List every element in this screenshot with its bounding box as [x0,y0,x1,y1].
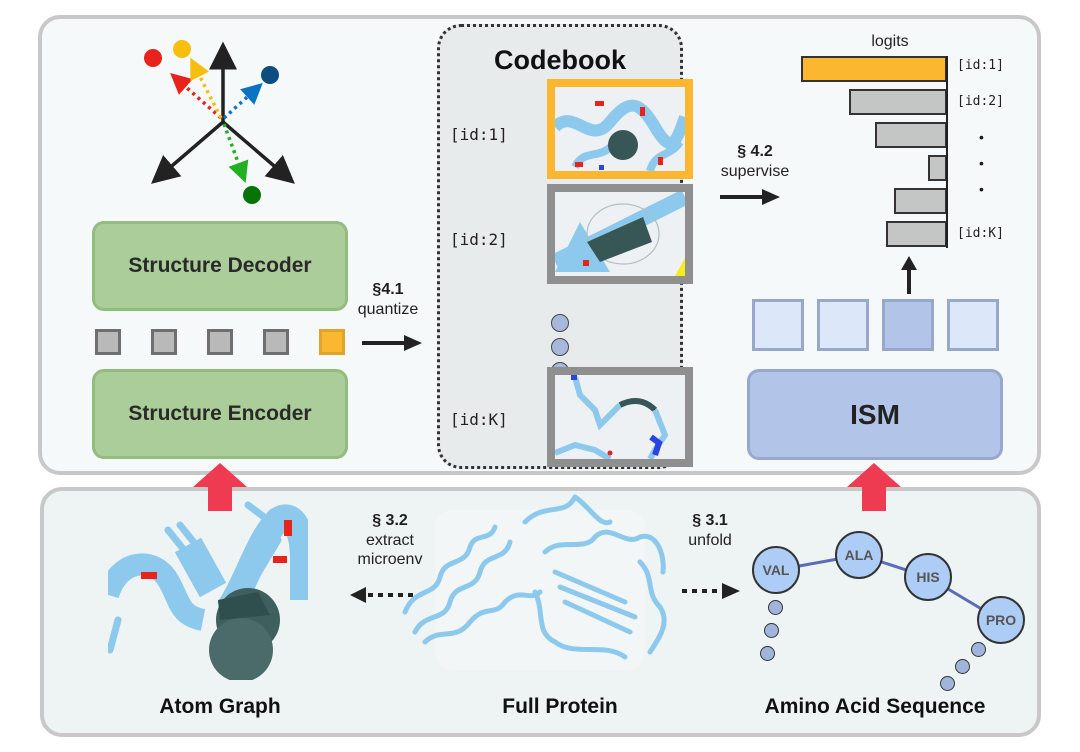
residue-node: VAL [752,546,800,594]
codebook-entry-id: [id:2] [450,230,508,249]
residue-label: PRO [985,612,1017,628]
sequence-ellipsis-dot [764,623,779,638]
structure-decoder-box: Structure Decoder [92,221,348,311]
vector-green [222,123,249,183]
logit-label: [id:2] [957,94,1004,109]
logit-bar [875,122,947,148]
residue-label: ALA [844,547,874,563]
logit-label: [id:K] [957,226,1004,241]
sequence-ellipsis-dot [768,600,783,615]
logit-bar-highlighted [801,56,947,82]
protein-microenv-icon [555,87,685,171]
embedding-axes-icon [144,40,295,204]
structure-token [263,329,289,355]
unfold-section: § 3.1 [692,512,728,529]
protein-microenv-icon [555,375,685,459]
up-arrow-icon [901,256,917,294]
full-protein-title: Full Protein [502,695,618,718]
logits-axis [946,56,948,248]
structure-token [207,329,233,355]
structure-token [151,329,177,355]
point-blue [261,66,279,84]
vector-yellow [190,57,223,119]
logit-bar [928,155,947,181]
ism-token-highlighted [882,299,934,351]
dotted-right-arrow-icon [682,583,740,599]
protein-microenv-icon [555,192,685,276]
right-arrow-icon [362,335,422,351]
full-protein-image [402,494,667,670]
sequence-ellipsis-dot [940,676,955,691]
atom-graph-title: Atom Graph [159,695,281,718]
point-yellow [173,40,191,58]
ism-token [817,299,869,351]
logit-bar [849,89,947,115]
codebook-entry-image [547,184,693,284]
residue-node: ALA [835,531,883,579]
supervise-label: supervise [720,163,790,180]
axis-lines [151,41,295,184]
supervise-section: § 4.2 [737,143,773,160]
codebook-panel: Codebook [id:1] [id:2] [id:K] [437,24,693,469]
logits-title: logits [871,33,909,50]
structure-token-highlighted [319,329,345,355]
sequence-ellipsis-dot [955,659,970,674]
right-arrow-icon [720,189,780,205]
logit-ellipsis-dot: • [979,129,984,145]
structure-encoder-box: Structure Encoder [92,369,348,459]
dotted-left-arrow-icon [350,587,422,603]
ism-token [947,299,999,351]
atom-graph-image [108,501,308,680]
codebook-entry-id: [id:K] [450,410,508,429]
structure-token [95,329,121,355]
point-red [144,49,162,67]
sequence-ellipsis-dot [971,642,986,657]
residue-bonds [776,553,1001,622]
unfold-label: unfold [688,532,732,549]
residue-label: HIS [916,569,940,585]
residue-node: PRO [977,596,1025,644]
red-up-arrow-icon [193,463,247,511]
vector-blue [222,82,263,120]
vector-red [170,73,223,120]
extract-label-line2: microenv [357,551,423,568]
amino-acid-sequence-title: Amino Acid Sequence [764,695,986,718]
logit-bar [886,221,947,247]
residue-node: HIS [904,553,952,601]
ellipsis-dot [551,314,569,332]
quantize-section: §4.1 [372,281,404,298]
logit-ellipsis-dot: • [979,181,984,197]
quantize-label: quantize [357,301,419,318]
logit-ellipsis-dot: • [979,155,984,171]
codebook-title: Codebook [494,45,626,75]
ellipsis-dot [551,338,569,356]
structure-decoder-label: Structure Decoder [128,254,312,277]
sequence-ellipsis-dot [760,646,775,661]
point-green [243,186,261,204]
extract-label-line1: extract [365,532,414,549]
red-up-arrow-icon [847,463,901,511]
codebook-entry-image-highlighted [547,79,693,179]
structure-encoder-label: Structure Encoder [128,402,312,425]
codebook-entry-id: [id:1] [450,125,508,144]
logit-label: [id:1] [957,58,1004,73]
extract-section: § 3.2 [372,512,408,529]
ism-token [752,299,804,351]
logit-bar [894,188,947,214]
residue-label: VAL [762,562,790,578]
codebook-entry-image [547,367,693,467]
ism-box: ISM [747,369,1003,460]
ism-label: ISM [850,398,900,430]
